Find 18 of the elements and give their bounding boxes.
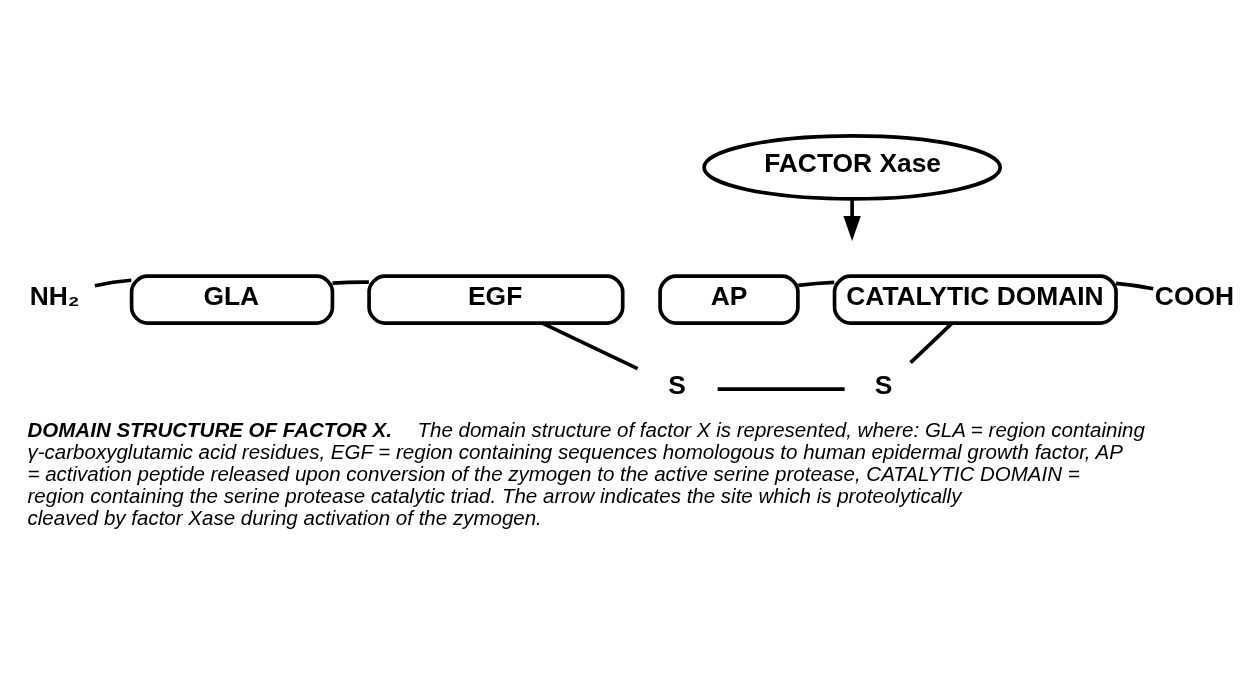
node-text: S — [874, 370, 893, 401]
node-text: COOH — [1154, 280, 1234, 311]
connector — [332, 280, 369, 285]
connector — [717, 387, 845, 391]
connector — [798, 280, 835, 288]
arrow — [843, 199, 861, 241]
node-box: AP — [658, 274, 800, 325]
node-ellipse: FACTOR Xase — [702, 134, 1003, 201]
connector — [1115, 281, 1154, 291]
connector — [94, 278, 132, 288]
caption: DOMAIN STRUCTURE OF FACTOR X. The domain structure of factor X is represented, where: GLA = region containing γ-carboxyglutamic acid residues, EGF = region containing sequences homologous to human epidermal growth factor, AP = activation peptide released upon conversion of the zymogen to the active serine protease, CATALYTIC DOMAIN = region containing the serine protease catalytic triad. The arrow indicates the site which is proteolytically cleaved by factor Xase during activation of the zymogen. — [27, 418, 1145, 529]
node-box: EGF — [367, 274, 625, 325]
connector — [909, 322, 954, 364]
node-box: CATALYTIC DOMAIN — [832, 274, 1118, 325]
connector — [541, 321, 639, 371]
node-box: GLA — [129, 274, 335, 325]
node-text: S — [668, 370, 686, 401]
node-text: NH₂ — [29, 280, 80, 311]
